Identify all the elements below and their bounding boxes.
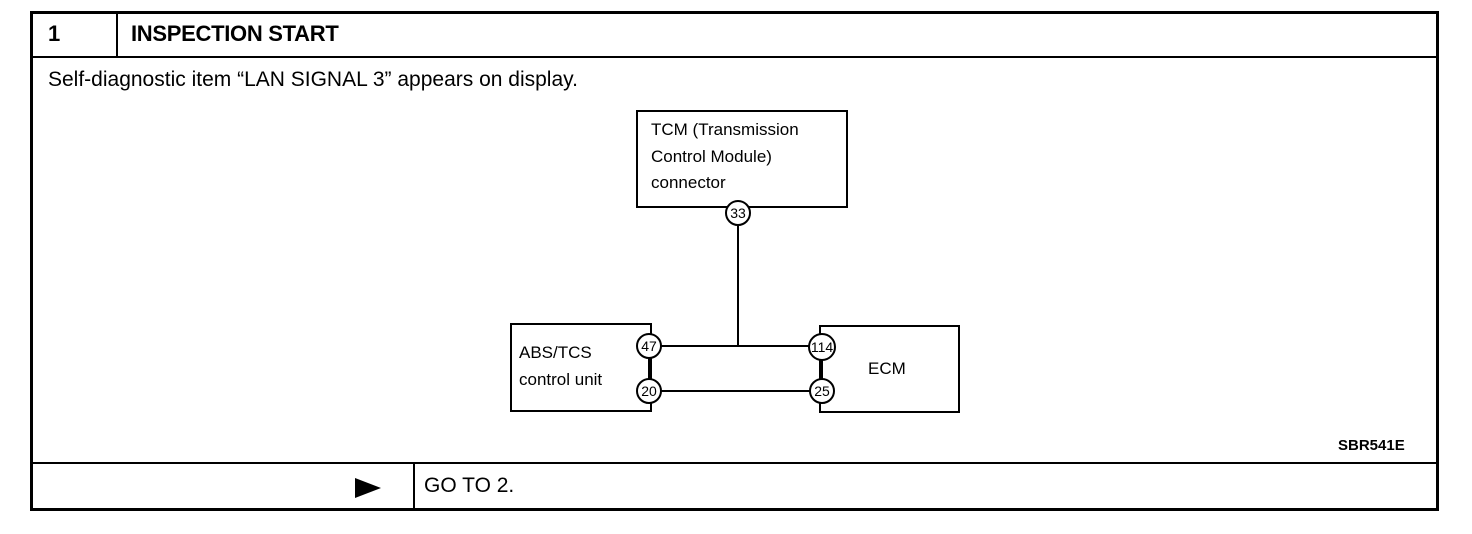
footer-column-divider: [413, 462, 415, 511]
abs-label-line-1: ABS/TCS: [519, 343, 592, 362]
goto-next-step[interactable]: GO TO 2.: [424, 474, 515, 497]
tcm-label-line-1: TCM (Transmission: [651, 120, 799, 139]
step-title: INSPECTION START: [131, 21, 339, 46]
right-triangle-icon: [355, 478, 381, 498]
ecm-pin-114-label: 114: [811, 339, 834, 355]
ecm-box: [819, 325, 960, 413]
abs-label-line-2: control unit: [519, 370, 602, 389]
step-description: Self-diagnostic item “LAN SIGNAL 3” appe…: [48, 68, 578, 91]
tcm-label-line-3: connector: [651, 173, 726, 192]
tcm-label-line-2: Control Module): [651, 147, 772, 166]
abs-pin-20-label: 20: [641, 383, 657, 399]
figure-code: SBR541E: [1338, 437, 1405, 454]
footer-divider: [30, 462, 1439, 464]
inspection-table: [30, 11, 1439, 511]
header-divider: [30, 56, 1439, 58]
abs-pin-47-label: 47: [641, 338, 657, 354]
ecm-label: ECM: [868, 359, 906, 378]
step-number: 1: [48, 21, 61, 46]
ecm-pin-25-label: 25: [814, 383, 830, 399]
tcm-pin-label: 33: [730, 205, 746, 221]
abs-box: [510, 323, 652, 412]
header-column-divider: [116, 11, 118, 57]
